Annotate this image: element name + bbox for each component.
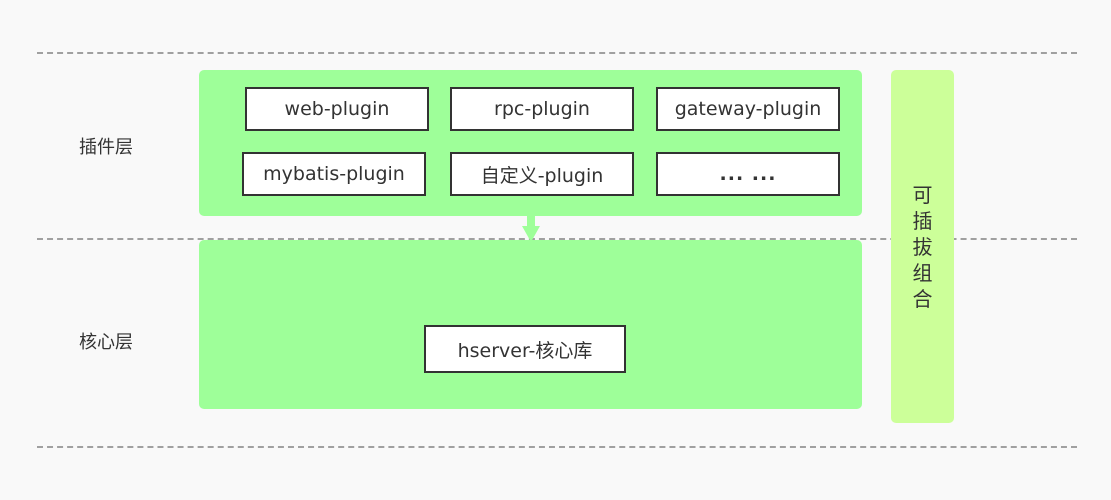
plugin-box-mybatis: mybatis-plugin xyxy=(242,152,426,196)
separator-line-middle xyxy=(37,238,1077,240)
plugin-box-custom: 自定义-plugin xyxy=(450,152,634,196)
pluggable-composition-bar: 可 插 拔 组 合 xyxy=(891,70,954,423)
plugin-box-web: web-plugin xyxy=(245,87,429,131)
separator-line-bottom xyxy=(37,446,1077,448)
core-layer-panel xyxy=(199,240,862,409)
plugin-box-more: ... ... xyxy=(656,152,840,196)
core-layer-label: 核心层 xyxy=(79,332,133,353)
connector-arrow-shaft xyxy=(527,216,535,228)
core-library-box: hserver-核心库 xyxy=(424,325,626,373)
plugin-layer-label: 插件层 xyxy=(79,137,133,158)
side-char-3: 拔 xyxy=(912,234,933,259)
side-char-1: 可 xyxy=(912,182,933,207)
connector-arrow-head xyxy=(522,226,540,242)
connector-arrow xyxy=(522,216,540,242)
plugin-box-gateway: gateway-plugin xyxy=(656,87,840,131)
side-char-2: 插 xyxy=(912,208,933,233)
side-char-5: 合 xyxy=(912,286,933,311)
plugin-box-rpc: rpc-plugin xyxy=(450,87,634,131)
separator-line-top xyxy=(37,52,1077,54)
side-char-4: 组 xyxy=(912,260,933,285)
